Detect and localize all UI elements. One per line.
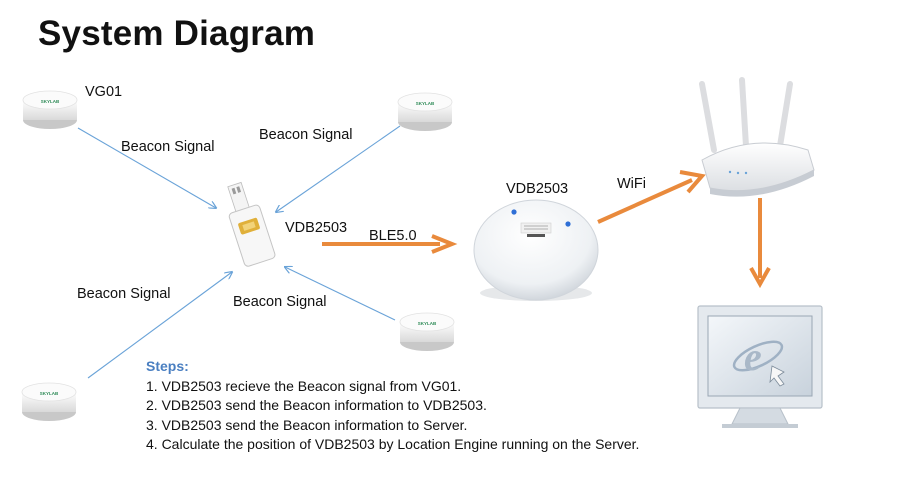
usb-dongle-icon [227, 181, 276, 267]
step-item: 4. Calculate the position of VDB2503 by … [146, 436, 640, 452]
beacon-icon: SKYLAB [21, 382, 77, 421]
beacon-signal-arrows [77, 125, 401, 379]
wifi-label: WiFi [617, 176, 646, 192]
beacon-signal-label-bottom-left: Beacon Signal [77, 286, 171, 302]
vg01-label: VG01 [85, 84, 123, 100]
beacon-signal-label-bottom-right: Beacon Signal [233, 294, 327, 310]
diagram-title: System Diagram [38, 14, 316, 53]
beacon-brand-label: SKYLAB [40, 391, 59, 396]
vdb2503-hub-label: VDB2503 [506, 181, 569, 197]
flow-arrows [322, 170, 771, 289]
signal-arrow-top-right [276, 125, 401, 212]
beacon-icon: SKYLAB [399, 312, 455, 351]
ble-label: BLE5.0 [369, 228, 417, 244]
ie-logo-icon: e [732, 334, 785, 387]
step-item: 3. VDB2503 send the Beacon information t… [146, 416, 468, 433]
beacon-signal-label-top-left: Beacon Signal [121, 139, 215, 155]
beacon-brand-label: SKYLAB [416, 101, 435, 106]
step-item: 1. VDB2503 recieve the Beacon signal fro… [146, 377, 462, 394]
step-item: 2. VDB2503 send the Beacon information t… [146, 397, 487, 413]
signal-arrow-bottom-left [87, 272, 232, 379]
vdb2503-dongle-label: VDB2503 [285, 220, 348, 236]
signal-arrow-bottom-right [285, 267, 396, 321]
beacon-icon: SKYLAB [397, 92, 453, 131]
wifi-arrow [597, 170, 706, 224]
signal-arrow-top-left [77, 127, 216, 208]
router-to-server-arrow [749, 198, 771, 289]
router-icon [699, 77, 815, 197]
svg-text:e: e [744, 334, 762, 379]
gateway-hub-icon [473, 199, 599, 301]
ble-arrow [322, 234, 458, 254]
server-monitor-icon: e [697, 305, 823, 428]
beacon-brand-label: SKYLAB [418, 321, 437, 326]
steps-heading: Steps: [146, 358, 189, 374]
beacon-signal-label-top-right: Beacon Signal [259, 127, 353, 143]
beacon-brand-label: SKYLAB [41, 99, 60, 104]
steps-section: Steps: 1. VDB2503 recieve the Beacon sig… [146, 357, 639, 455]
beacon-icon: SKYLAB [22, 90, 78, 129]
